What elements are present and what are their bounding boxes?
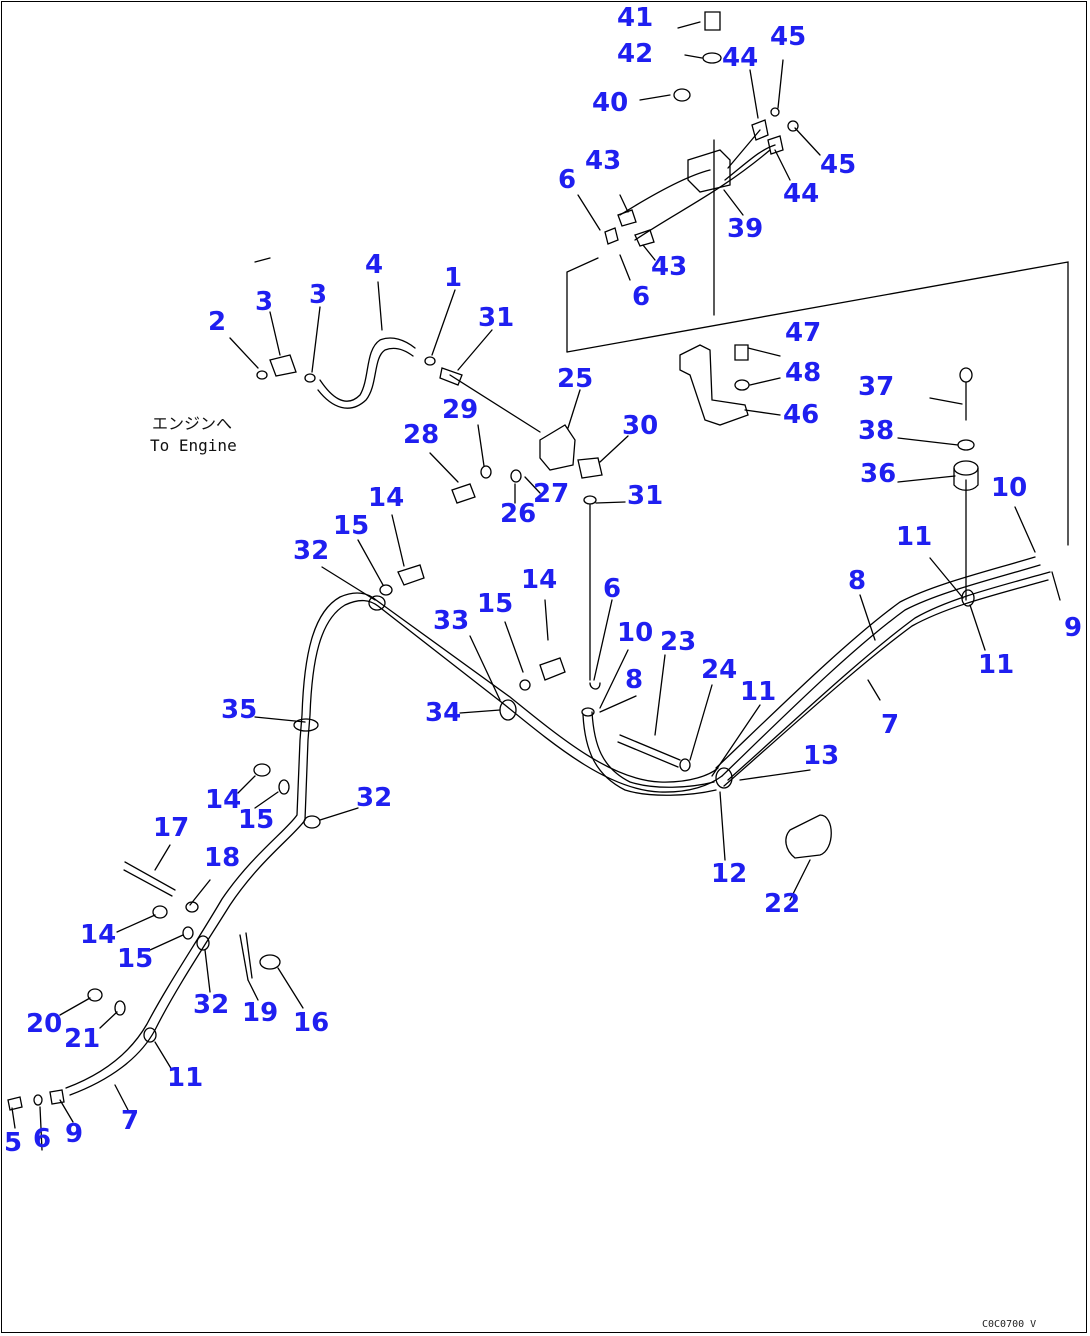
callout-31: 31 (478, 303, 515, 333)
callout-4: 4 (365, 250, 384, 280)
callout-32: 32 (193, 990, 230, 1020)
callout-41: 41 (617, 3, 654, 33)
callout-14: 14 (521, 565, 558, 595)
callout-43: 43 (651, 252, 688, 282)
callout-14: 14 (368, 483, 405, 513)
callout-44: 44 (722, 43, 759, 73)
callout-6: 6 (558, 165, 577, 195)
note-to-engine-jp: エンジンへ (152, 414, 233, 433)
callout-19: 19 (242, 998, 279, 1028)
callout-1: 3 (255, 287, 274, 317)
callout-48: 48 (785, 358, 822, 388)
callout-27: 27 (533, 479, 570, 509)
callout-22: 22 (764, 889, 801, 919)
figure-code: C0C0700 V (982, 1319, 1037, 1330)
callout-45: 45 (820, 150, 857, 180)
callout-32: 32 (356, 783, 393, 813)
callout-6: 6 (33, 1124, 52, 1154)
callout-44: 44 (783, 179, 820, 209)
callout-11: 11 (978, 650, 1015, 680)
callout-37: 37 (858, 372, 895, 402)
callout-47: 47 (785, 318, 822, 348)
callout-13: 13 (803, 741, 840, 771)
callout-15: 15 (238, 805, 275, 835)
callout-29: 29 (442, 395, 479, 425)
callout-43: 43 (585, 146, 622, 176)
callout-14: 14 (80, 920, 117, 950)
callout-35: 35 (221, 695, 258, 725)
callout-24: 24 (701, 655, 738, 685)
callout-15: 15 (333, 511, 370, 541)
callout-6: 6 (632, 282, 651, 312)
callout-12: 12 (711, 859, 748, 889)
callout-10: 10 (617, 618, 654, 648)
callout-11: 11 (167, 1063, 204, 1093)
callout-17: 17 (153, 813, 190, 843)
callout-7: 7 (881, 710, 900, 740)
callout-32: 32 (293, 536, 330, 566)
note-to-engine-en: To Engine (150, 436, 237, 455)
callout-40: 40 (592, 88, 629, 118)
callout-8: 8 (625, 665, 644, 695)
callout-3: 1 (444, 263, 463, 293)
callout-38: 38 (858, 416, 895, 446)
callout-14: 14 (205, 785, 242, 815)
callout-26: 26 (500, 499, 537, 529)
callout-33: 33 (433, 606, 470, 636)
callout-9: 9 (1064, 613, 1083, 643)
callout-30: 30 (622, 411, 659, 441)
callout-20: 20 (26, 1009, 63, 1039)
callout-15: 15 (117, 944, 154, 974)
callout-39: 39 (727, 214, 764, 244)
callout-6: 6 (603, 574, 622, 604)
callout-42: 42 (617, 39, 654, 69)
callout-15: 15 (477, 589, 514, 619)
callout-5: 5 (4, 1128, 23, 1158)
callout-3: 3 (309, 280, 328, 310)
callout-45: 45 (770, 22, 807, 52)
callout-23: 23 (660, 627, 697, 657)
callout-46: 46 (783, 400, 820, 430)
callout-11: 11 (896, 522, 933, 552)
callout-11: 11 (740, 677, 777, 707)
callout-36: 36 (860, 459, 897, 489)
callout-10: 10 (991, 473, 1028, 503)
callout-8: 8 (848, 566, 867, 596)
callout-2: 2 (208, 307, 227, 337)
callout-18: 18 (204, 843, 241, 873)
callout-9: 9 (65, 1119, 84, 1149)
callout-25: 25 (557, 364, 594, 394)
callout-34: 34 (425, 698, 462, 728)
callout-21: 21 (64, 1024, 101, 1054)
callout-7: 7 (121, 1106, 140, 1136)
callout-16: 16 (293, 1008, 330, 1038)
callout-31: 31 (627, 481, 664, 511)
callout-28: 28 (403, 420, 440, 450)
